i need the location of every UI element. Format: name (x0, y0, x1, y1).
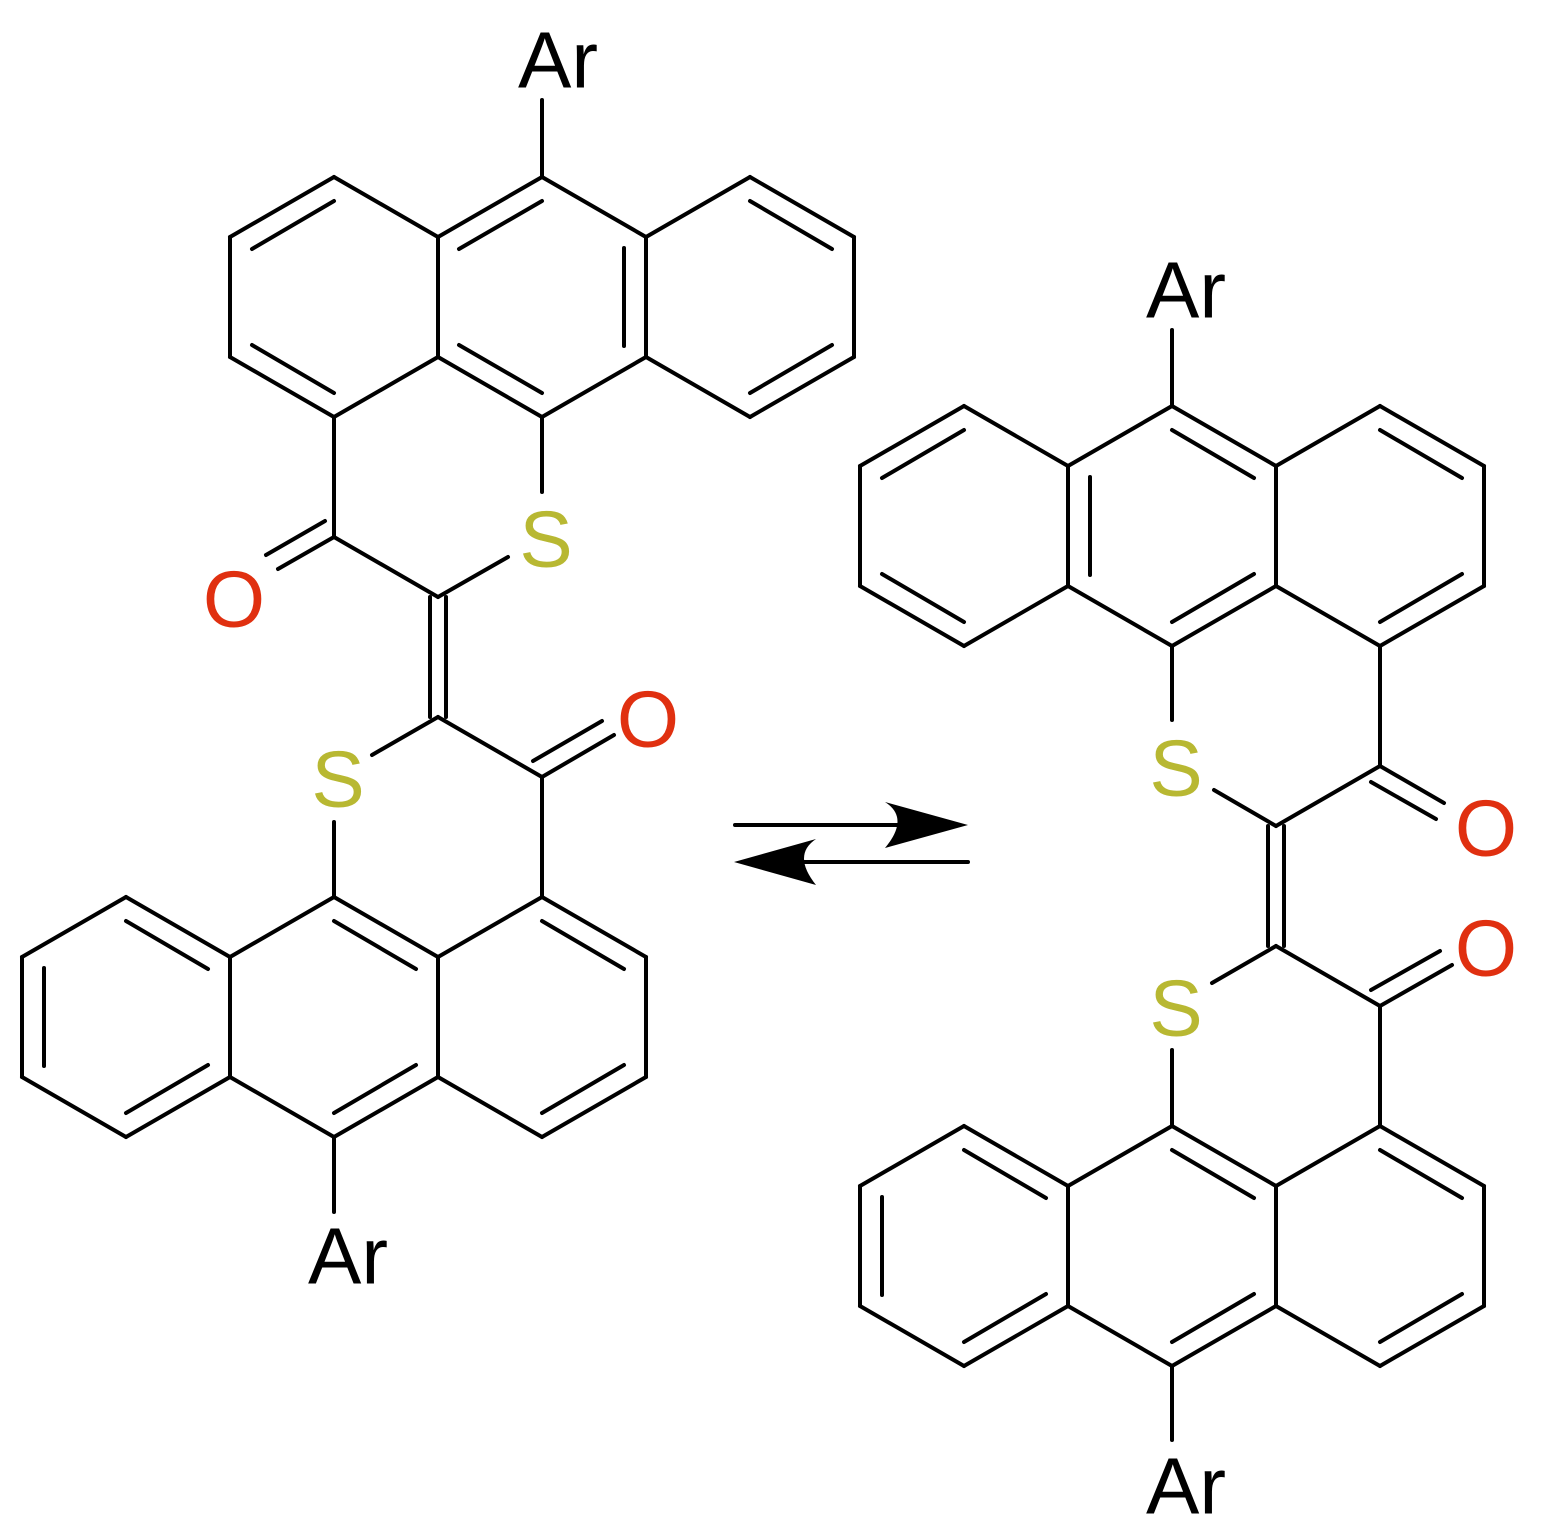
left-lower-oxygen-label: O (617, 675, 679, 764)
left-lower-aryl-label: Ar (308, 1212, 388, 1301)
right-lower-thiopyranone (1170, 944, 1454, 1128)
left-lower-anthracene (20, 895, 648, 1214)
left-upper-oxygen-label: O (203, 555, 265, 644)
right-upper-aryl-label: Ar (1146, 246, 1226, 335)
molecule-left: Ar S O S O Ar (20, 16, 856, 1301)
right-lower-oxygen-label: O (1455, 904, 1517, 993)
left-upper-thiopyranone (264, 415, 544, 599)
right-lower-aryl-label: Ar (1146, 1442, 1226, 1531)
left-upper-aryl-label: Ar (518, 16, 598, 105)
left-lower-sulfur-label: S (311, 735, 364, 824)
right-upper-thiopyranone (1170, 644, 1446, 828)
right-lower-anthracene (858, 1124, 1486, 1442)
right-lower-sulfur-label: S (1149, 964, 1202, 1053)
left-upper-sulfur-label: S (519, 495, 572, 584)
left-central-double-bond (428, 595, 448, 719)
forward-arrowhead (885, 802, 968, 848)
equilibrium-arrows (733, 802, 970, 885)
right-upper-anthracene (858, 328, 1486, 648)
right-upper-sulfur-label: S (1149, 724, 1202, 813)
right-upper-oxygen-label: O (1455, 784, 1517, 873)
left-lower-thiopyranone (332, 715, 616, 899)
right-central-double-bond (1266, 824, 1286, 948)
left-upper-anthracene (228, 98, 856, 419)
molecule-right: Ar S O S O Ar (858, 246, 1517, 1531)
reverse-arrowhead (734, 839, 816, 885)
